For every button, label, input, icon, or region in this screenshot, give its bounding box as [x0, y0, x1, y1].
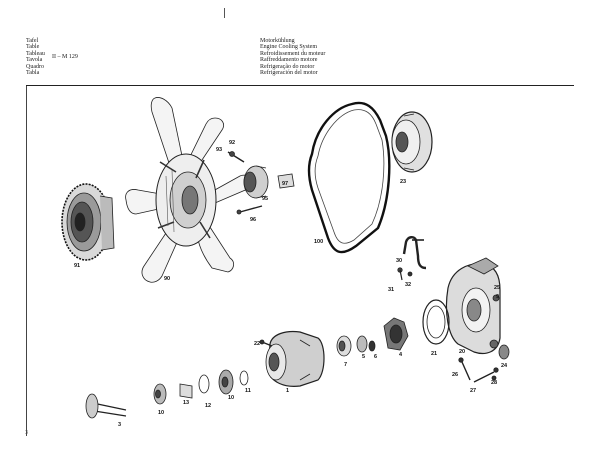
part-label: 91	[74, 263, 80, 269]
part-label: 27	[470, 388, 476, 394]
header-right-titles: Motorkühlung Engine Cooling System Refro…	[260, 38, 325, 76]
left-margin-line	[26, 86, 27, 436]
part-labels: 93 92 97 95 96 91 90 100 23 30 31 32 25 …	[74, 140, 508, 428]
part-label: 100	[314, 239, 323, 245]
part-label: 32	[405, 282, 411, 288]
part-label: 28	[491, 380, 497, 386]
fan-blades	[125, 97, 253, 283]
housing-bolts	[458, 344, 510, 383]
part-label: 26	[452, 372, 458, 378]
header-left-labels: Tafel Table Tableau Tavola Quadro Tabla	[26, 38, 45, 76]
part-label: 93	[216, 147, 222, 153]
fan-hub-spacer	[227, 151, 295, 215]
part-label: 6	[374, 354, 377, 360]
corner-mark: 3	[25, 430, 28, 436]
shaft-assembly	[85, 369, 249, 419]
part-label: 7	[344, 362, 347, 368]
header-title-line: Raffreddamento motore	[260, 57, 318, 64]
part-label: 12	[205, 403, 211, 409]
header-left-line: Tavola	[26, 57, 43, 64]
part-label: 24	[501, 363, 508, 369]
part-label: 90	[164, 276, 170, 282]
header-left-line: Table	[26, 44, 40, 51]
pump-housing	[445, 257, 501, 355]
part-label: 23	[400, 179, 406, 185]
header-left-line: Tableau	[26, 50, 45, 57]
part-label: 92	[229, 140, 235, 146]
bypass-pipe	[397, 236, 427, 281]
bearing-housing	[259, 330, 325, 387]
part-label: 1	[286, 388, 289, 394]
part-label: 10	[158, 410, 164, 416]
gasket	[422, 299, 450, 345]
header-divider	[26, 85, 574, 86]
part-label: 96	[250, 217, 256, 223]
impeller-and-seals	[336, 317, 409, 357]
part-label: 11	[245, 388, 251, 394]
pulley	[391, 111, 433, 173]
part-label: 31	[388, 287, 394, 293]
part-label: 25	[494, 285, 500, 291]
part-label: 5	[362, 354, 365, 360]
part-label: 9	[496, 294, 499, 300]
part-label: 95	[262, 196, 268, 202]
header-title-line: Refrigeração do motor	[260, 63, 315, 70]
part-label: 97	[282, 181, 288, 187]
table-number: II – M 129	[52, 54, 78, 60]
part-label: 10	[228, 395, 234, 401]
header-title-line: Refroidissement du moteur	[260, 50, 326, 57]
v-belt	[307, 101, 391, 254]
top-tick-mark	[224, 8, 225, 18]
header-left-line: Quadro	[26, 63, 44, 70]
part-label: 21	[431, 351, 437, 357]
fan-clutch	[61, 183, 115, 261]
part-label: 3	[118, 422, 121, 428]
header-left-line: Tabla	[26, 69, 40, 76]
header-title-line: Motorkühlung	[260, 38, 295, 44]
part-label: 30	[396, 258, 402, 264]
header-left-line: Tafel	[26, 38, 39, 44]
part-label: 4	[399, 352, 403, 358]
part-label: 20	[459, 349, 465, 355]
part-label: 13	[183, 400, 189, 406]
header-title-line: Refrigeración del motor	[260, 69, 318, 76]
part-label: 22	[254, 341, 260, 347]
header-title-line: Engine Cooling System	[260, 44, 317, 51]
